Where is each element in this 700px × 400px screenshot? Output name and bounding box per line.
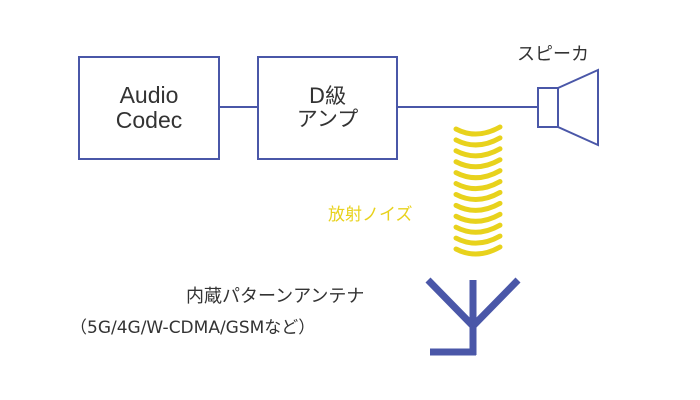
audio-codec-label-line1: Audio [119,82,179,109]
audio-codec-block: Audio Codec [78,56,220,160]
noise-wave-arc [453,146,503,159]
speaker-icon [537,68,599,147]
noise-wave-arc [453,124,503,137]
speaker-label: スピーカ [517,44,589,65]
noise-wave-arc [453,211,503,224]
radiated-noise-waves [453,124,503,257]
class-d-amp-label-line1: D級 [308,84,347,109]
noise-wave-arc [453,200,503,213]
antenna-subtitle-label: （5G/4G/W-CDMA/GSMなど） [70,318,316,338]
noise-wave-arc [453,168,503,181]
noise-wave-arc [453,179,503,192]
noise-wave-arc [453,222,503,235]
audio-codec-label-line2: Codec [115,107,183,133]
antenna-icon [425,277,521,356]
noise-wave-arc [453,233,503,246]
radiated-noise-label: 放射ノイズ [328,205,413,225]
noise-wave-arc [453,157,503,170]
noise-wave-arc [453,189,503,202]
noise-wave-arc [453,135,503,148]
antenna-title-label: 内蔵パターンアンテナ [186,286,365,307]
class-d-amp-label-line2: アンプ [296,107,359,131]
noise-wave-arc [453,244,503,257]
class-d-amp-block: D級 アンプ [257,56,398,160]
